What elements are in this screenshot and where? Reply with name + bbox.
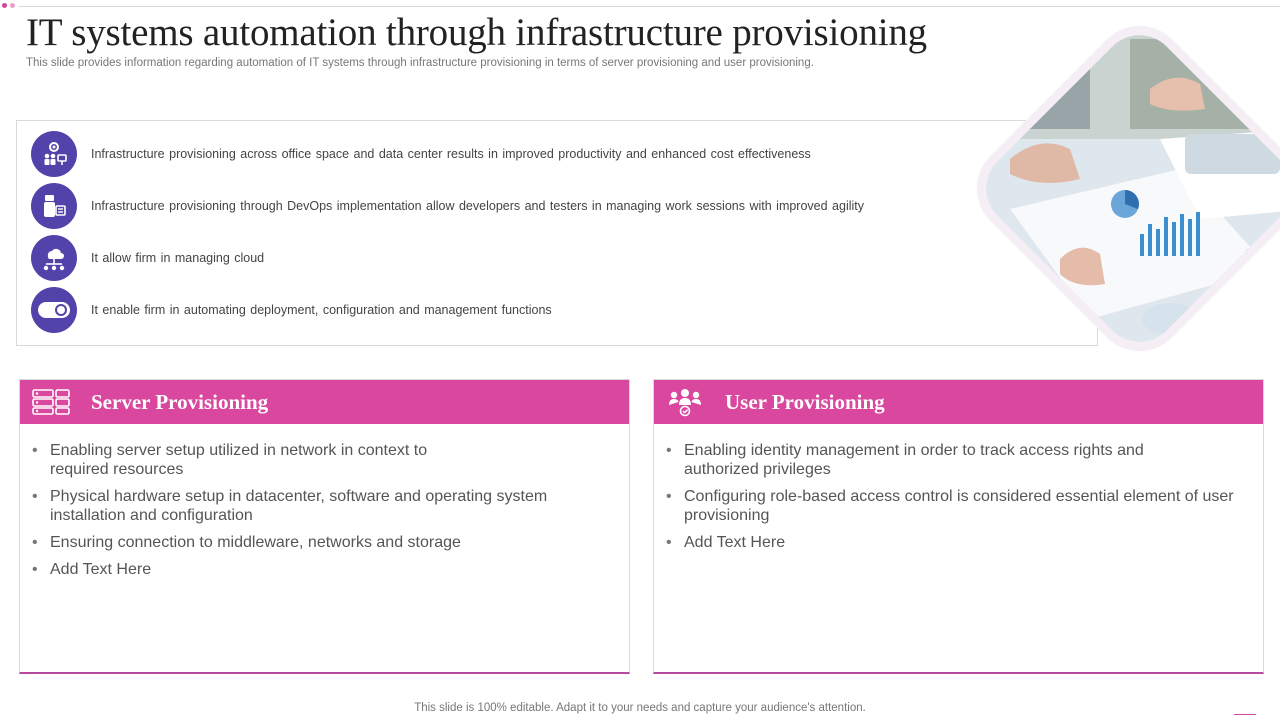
card-title: Server Provisioning	[91, 389, 269, 414]
server-provisioning-card: Server Provisioning Enabling server setu…	[19, 379, 630, 674]
photo-image	[970, 19, 1280, 358]
key-point: Infrastructure provisioning across offic…	[31, 131, 811, 177]
user-provisioning-card: User Provisioning Enabling identity mana…	[653, 379, 1264, 674]
corner-mark	[1234, 714, 1256, 715]
dot	[10, 3, 15, 8]
bullet-list: Enabling identity management in order to…	[654, 424, 1263, 552]
top-divider	[18, 6, 1280, 7]
key-point-text: Infrastructure provisioning through DevO…	[91, 199, 865, 213]
dot	[2, 3, 7, 8]
key-points-panel: Infrastructure provisioning across offic…	[16, 120, 1098, 346]
devops-icon	[31, 183, 77, 229]
meeting-photo	[957, 6, 1280, 371]
card-header: User Provisioning	[654, 380, 1263, 424]
key-point: It allow firm in managing cloud	[31, 235, 264, 281]
people-gear-icon	[31, 131, 77, 177]
list-item: Ensuring connection to middleware, netwo…	[32, 533, 570, 552]
key-point-text: It enable firm in automating deployment,…	[91, 303, 552, 317]
list-item: Enabling identity management in order to…	[666, 441, 1159, 479]
user-group-icon	[665, 387, 705, 417]
card-title: User Provisioning	[725, 389, 885, 414]
toggle-icon	[31, 287, 77, 333]
slide-title: IT systems automation through infrastruc…	[26, 11, 927, 54]
list-item: Enabling server setup utilized in networ…	[32, 441, 440, 479]
key-point: Infrastructure provisioning through DevO…	[31, 183, 864, 229]
list-item: Add Text Here	[32, 560, 570, 579]
server-rack-icon	[31, 387, 71, 417]
footer-note: This slide is 100% editable. Adapt it to…	[414, 702, 866, 714]
list-item: Configuring role-based access control is…	[666, 487, 1254, 525]
list-item: Physical hardware setup in datacenter, s…	[32, 487, 570, 525]
card-header: Server Provisioning	[20, 380, 629, 424]
list-item: Add Text Here	[666, 533, 1204, 552]
slide-subtitle: This slide provides information regardin…	[26, 57, 814, 69]
corner-dots	[2, 3, 15, 8]
bullet-list: Enabling server setup utilized in networ…	[20, 424, 629, 579]
key-point-text: It allow firm in managing cloud	[91, 251, 265, 265]
key-point-text: Infrastructure provisioning across offic…	[91, 147, 811, 161]
cloud-network-icon	[31, 235, 77, 281]
key-point: It enable firm in automating deployment,…	[31, 287, 552, 333]
